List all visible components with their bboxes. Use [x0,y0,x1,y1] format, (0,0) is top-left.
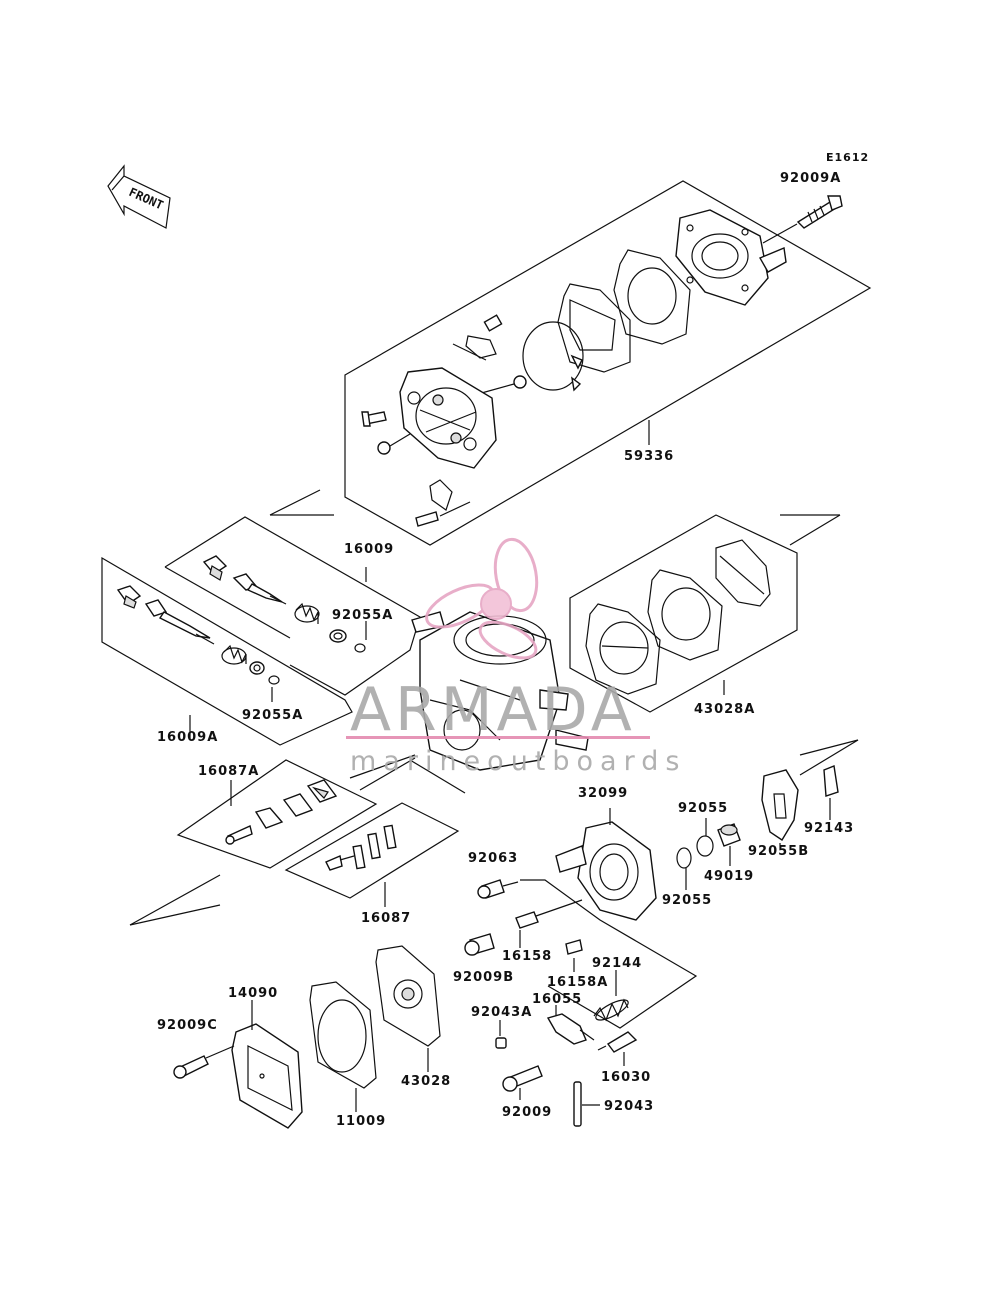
propeller-logo-icon [425,537,539,660]
watermark-subtitle: marineoutboards [350,746,686,777]
gasket-43028A-1 [585,603,661,695]
screw-16158 [515,899,583,929]
spring-16009A [221,644,247,665]
screw-92009 [502,1065,543,1092]
needle-valve-16009A-group [101,556,353,746]
label-59336: 59336 [624,449,674,464]
label-92043: 92043 [604,1099,654,1114]
cap-16009 [202,555,228,581]
screw-92063 [477,879,519,899]
pump-cover-32099 [555,821,657,921]
watermark-title: ARMADA [350,675,636,745]
pin-92043 [573,1081,582,1127]
gasket-43028A-2 [647,569,723,661]
gasket-upper-1 [613,249,691,345]
screw-upper-left [361,411,387,427]
label-16087: 16087 [361,911,411,926]
screw-16087A [225,825,253,845]
label-14090: 14090 [228,986,278,1001]
label-16158A: 16158A [547,975,608,990]
clip-92143 [823,765,839,797]
washer-16009A [249,661,265,675]
label-32099: 32099 [578,786,628,801]
pin-92043A [495,1037,507,1049]
label-92063: 92063 [468,851,518,866]
pump-cover-32099-group [520,739,859,1029]
label-16087A: 16087A [198,764,259,779]
o-ring-92055A-bottom [268,675,280,685]
plate-16087A-2 [282,793,314,817]
o-ring-92055-2 [696,835,714,857]
label-92043A: 92043A [471,1005,532,1020]
needle-16009 [232,573,287,605]
bolt-92009B [464,933,495,956]
label-92055-top: 92055 [678,801,728,816]
label-49019: 49019 [704,869,754,884]
part-labels: 92009A 59336 16009 92055A 92055A 16009A … [157,171,854,1129]
fuel-pump-kit-group [344,180,872,546]
front-label: FRONT [127,185,166,212]
label-43028: 43028 [401,1074,451,1089]
label-16009: 16009 [344,542,394,557]
bolt-92009A [796,195,843,229]
label-16158: 16158 [502,949,552,964]
label-92055A-bottom: 92055A [242,708,303,723]
label-92055B: 92055B [748,844,809,859]
label-92055A-top: 92055A [332,608,393,623]
nut-upper-left [377,433,411,455]
plate-16087A-group [176,759,378,869]
label-92009A: 92009A [780,171,841,186]
label-92009: 92009 [502,1105,552,1120]
label-43028A: 43028A [694,702,755,717]
label-92144: 92144 [592,956,642,971]
label-92143: 92143 [804,821,854,836]
lever-16055 [546,1013,595,1045]
needle-16009A [144,599,215,645]
label-16030: 16030 [601,1070,651,1085]
washer-16009 [329,629,347,643]
label-11009: 11009 [336,1114,386,1129]
diaphragm-upper [522,321,584,392]
plate-16087A-1 [306,779,338,803]
label-16055: 16055 [532,992,582,1007]
needle-16030 [597,1031,638,1053]
label-92009B: 92009B [453,970,514,985]
diaphragm-43028A-group [569,514,798,713]
cover-92055B [761,769,799,841]
spring-92144 [593,998,629,1022]
label-16009A: 16009A [157,730,218,745]
plate-16087-group [284,802,460,907]
nut-upper [477,375,527,395]
pump-cover [675,209,787,306]
diagram-code: E1612 [826,151,869,164]
needle-valve-16009-group [164,516,421,696]
screw-16158A [565,939,583,955]
bottom-cover-14090 [231,1023,303,1129]
plate-16087-pins [325,824,397,871]
check-valve-lower [415,479,471,527]
watermark-stripe [346,736,650,739]
label-92009C: 92009C [157,1018,218,1033]
diaphragm-43028A [715,539,771,607]
armada-watermark: ARMADA marineoutboards [346,537,686,777]
bolt-92009C [173,1045,235,1079]
gasket-upper-2 [557,283,631,373]
plate-16087A-3 [254,807,284,829]
o-ring-92055A-top [354,643,366,653]
gasket-11009 [309,981,377,1089]
plug-49019 [717,823,741,847]
front-arrow-icon: FRONT [107,164,171,229]
label-92055-bottom: 92055 [662,893,712,908]
spring-16009 [294,602,320,624]
diaphragm-43028 [375,945,441,1047]
pump-body [399,367,497,469]
check-valve-upper [452,314,503,361]
o-ring-92055-1 [676,847,692,869]
cap-16009A [116,585,142,609]
